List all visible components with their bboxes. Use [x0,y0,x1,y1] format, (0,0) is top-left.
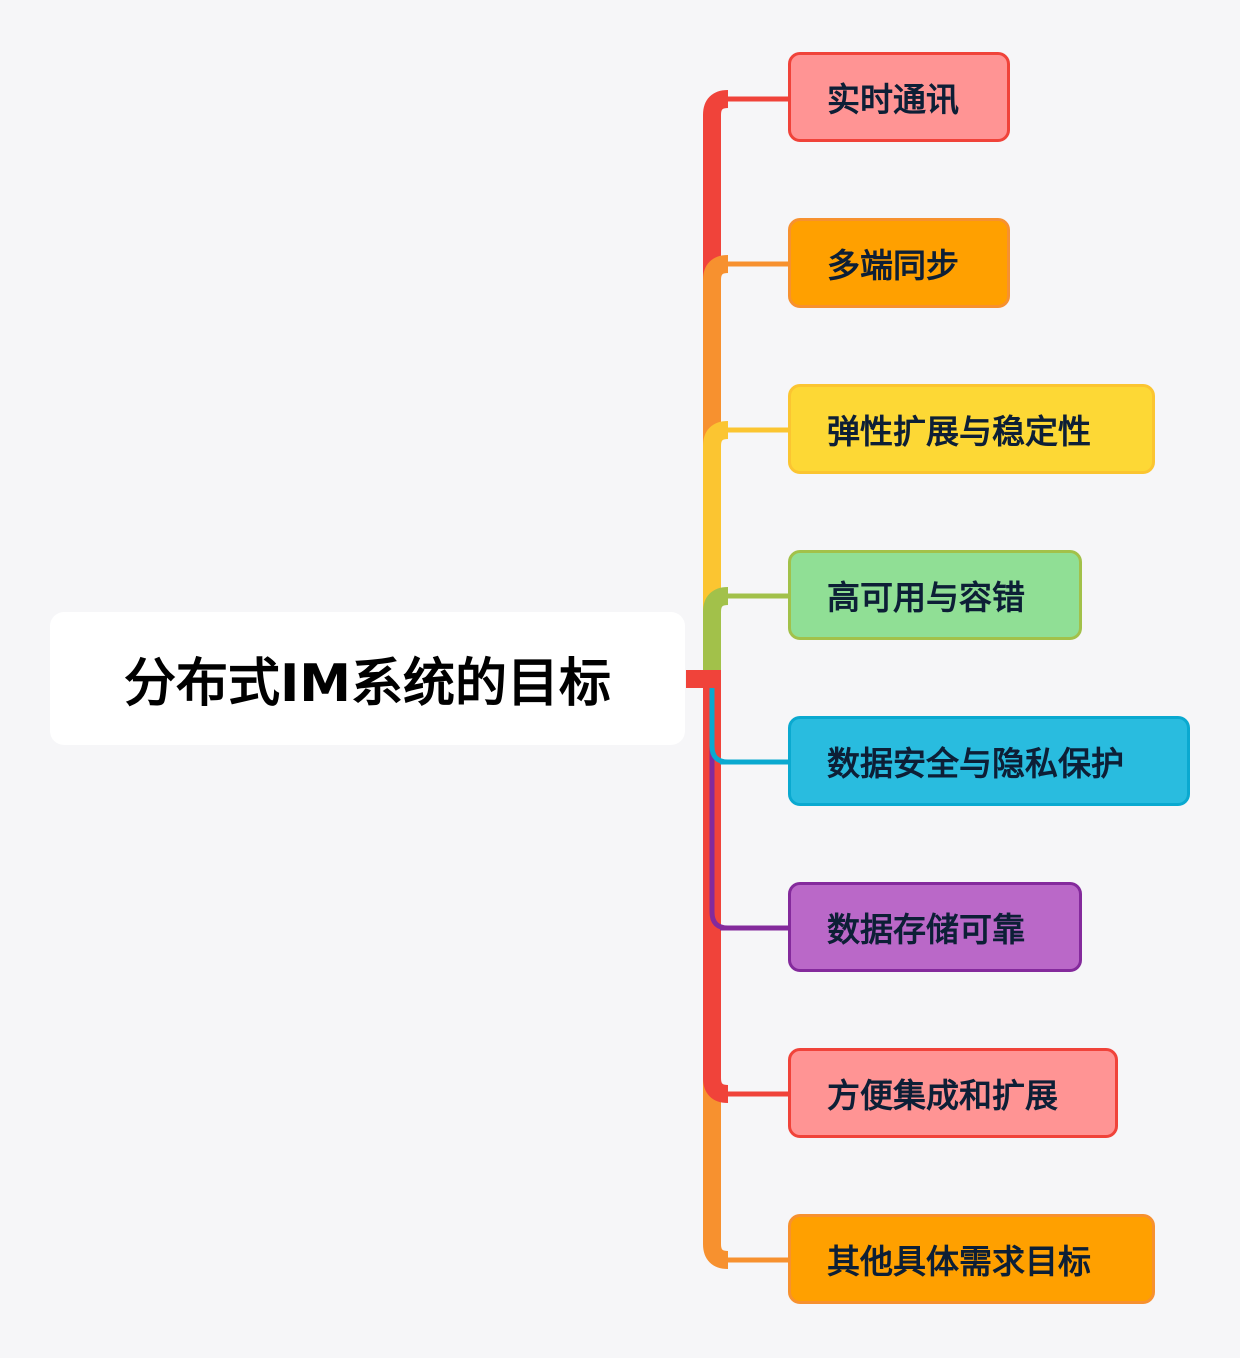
branch-label: 数据安全与隐私保护 [827,744,1124,783]
root-title: 分布式IM系统的目标 [123,654,612,714]
branch-label: 实时通讯 [827,80,959,119]
branch-label: 方便集成和扩展 [827,1076,1058,1115]
root-topic[interactable]: 分布式IM系统的目标 [50,612,685,745]
branch-label: 其他具体需求目标 [827,1242,1091,1281]
branch-node-multi-device-sync[interactable]: 多端同步 [788,218,1010,308]
branch-node-data-security[interactable]: 数据安全与隐私保护 [788,716,1190,806]
branch-label: 弹性扩展与稳定性 [827,412,1091,451]
root-connector [686,670,721,688]
branch-node-realtime[interactable]: 实时通讯 [788,52,1010,142]
branch-node-storage-reliability[interactable]: 数据存储可靠 [788,882,1082,972]
branch-node-elastic-scaling[interactable]: 弹性扩展与稳定性 [788,384,1155,474]
branch-node-high-availability[interactable]: 高可用与容错 [788,550,1082,640]
branch-label: 高可用与容错 [827,578,1025,617]
branch-node-integration[interactable]: 方便集成和扩展 [788,1048,1118,1138]
branch-node-other-goals[interactable]: 其他具体需求目标 [788,1214,1155,1304]
connector-3 [703,587,729,679]
branch-label: 多端同步 [827,246,959,285]
branch-label: 数据存储可靠 [827,910,1025,949]
